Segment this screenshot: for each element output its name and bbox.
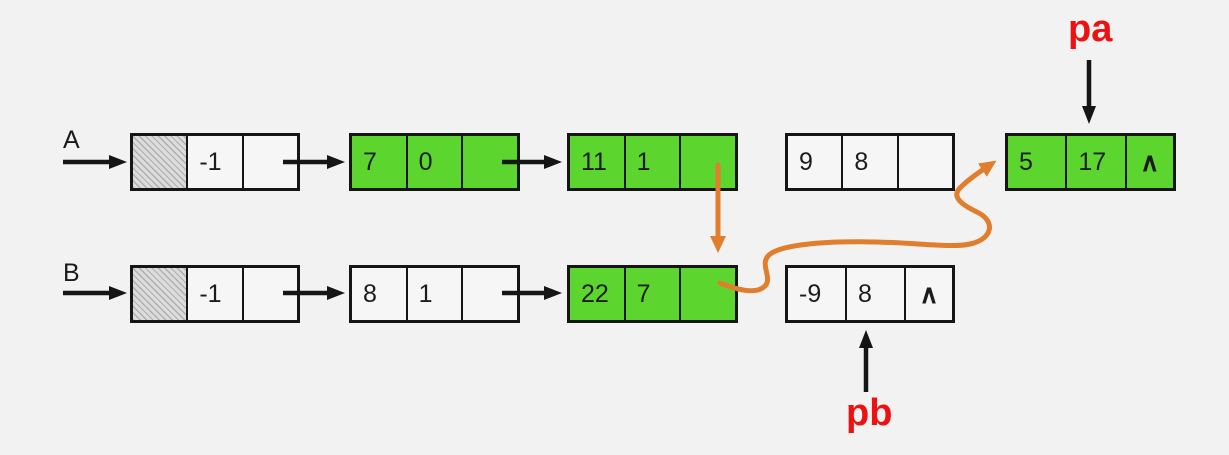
node-next-cell [679,136,735,188]
node-data-cell: 22 [581,279,609,308]
list-b-node-1: 8 1 [349,265,520,323]
node-data-cell: 11 [581,147,607,176]
node-next-cell [241,268,297,320]
node-null-cell: ∧ [904,268,952,320]
node-next-cell [241,136,297,188]
list-a-node-3: 9 8 [785,133,955,191]
node-data-cell: 7 [623,268,680,320]
node-next-cell [896,136,952,188]
node-data-cell: 7 [363,147,377,176]
node-data-cell: -1 [186,268,241,320]
node-data-cell: 8 [363,279,377,308]
node-data-cell: -1 [186,136,241,188]
node-data-cell: 17 [1065,136,1124,188]
node-next-cell [461,136,517,188]
list-a-label: A [63,126,80,154]
pa-pointer-label: pa [1068,8,1113,50]
node-data-cell: 1 [405,268,462,320]
list-b-node-2: 22 7 [567,265,738,323]
node-data-cell: 8 [841,136,896,188]
node-data-cell: 1 [623,136,680,188]
list-a-node-4: 5 17 ∧ [1005,133,1176,191]
node-next-cell [461,268,517,320]
node-data-cell: 0 [405,136,462,188]
list-a-head-node: -1 [130,133,300,191]
list-b-node-3: -9 8 ∧ [785,265,955,323]
head-hatched-cell [133,136,187,188]
list-a-node-2: 11 1 [567,133,738,191]
list-a-node-1: 7 0 [349,133,520,191]
node-data-cell: 8 [845,268,904,320]
node-data-cell: -9 [799,279,822,308]
node-null-cell: ∧ [1124,136,1173,188]
list-b-label: B [63,259,80,287]
node-data-cell: 5 [1019,147,1033,176]
node-data-cell: 9 [799,147,813,176]
node-next-cell [679,268,735,320]
list-b-head-node: -1 [130,265,300,323]
pb-pointer-label: pb [846,392,893,434]
head-hatched-cell [133,268,187,320]
